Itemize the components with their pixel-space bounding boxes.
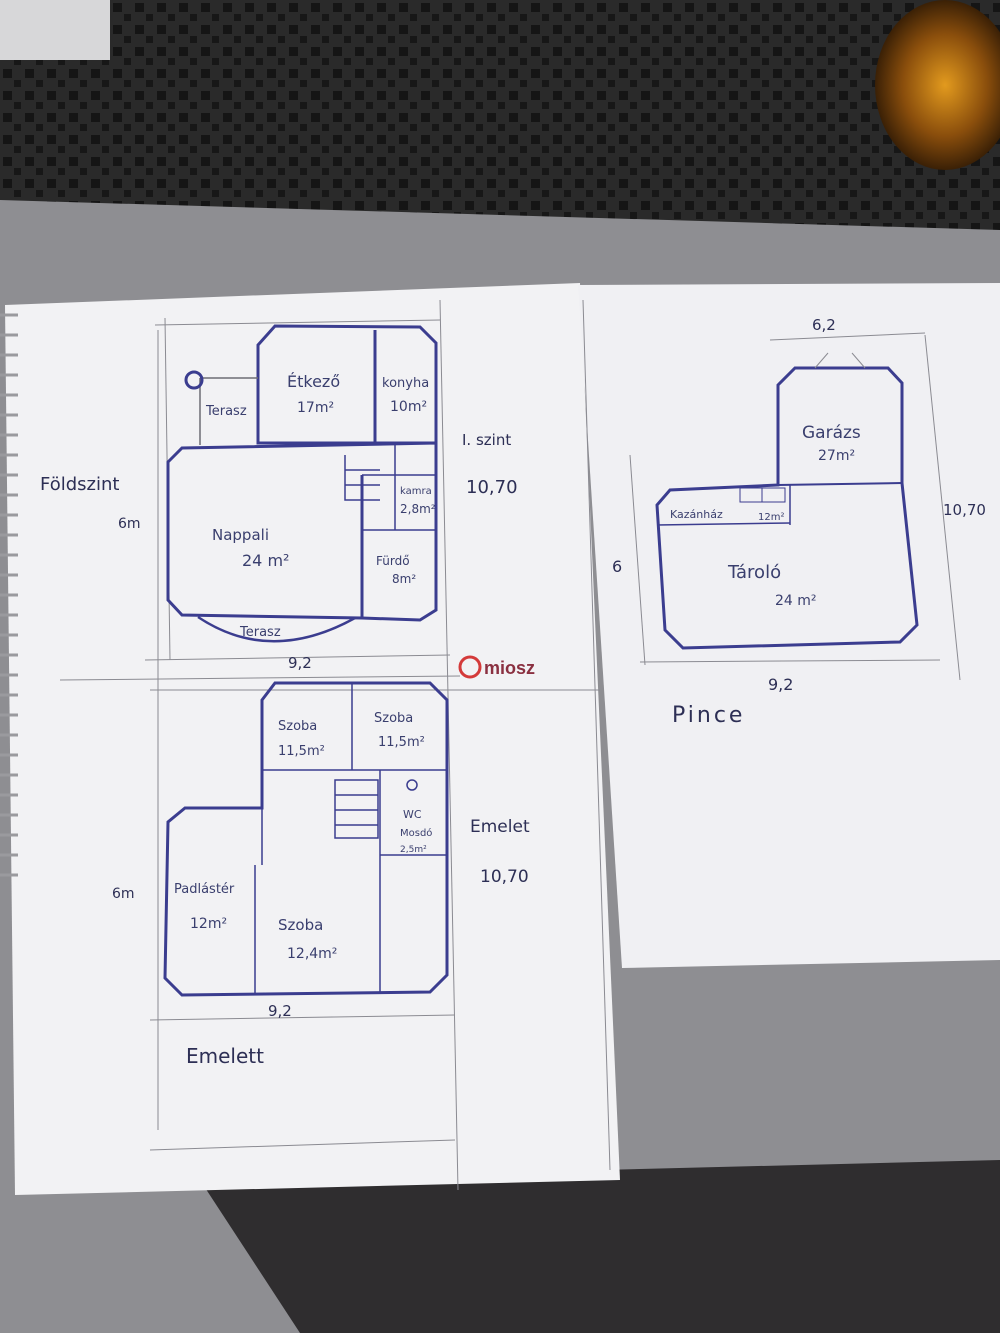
- room-furdo-name: Fürdő: [376, 554, 410, 568]
- left-paper: [5, 283, 620, 1195]
- right-paper: [578, 283, 1000, 968]
- room-konyha-name: konyha: [382, 376, 429, 391]
- room-kamra-area: 2,8m²: [400, 502, 436, 516]
- room-szoba2-name: Szoba: [374, 711, 413, 726]
- ground-floor-title: Földszint: [40, 474, 119, 495]
- basement-title: Pince: [672, 703, 745, 728]
- room-terasz-top: Terasz: [205, 404, 247, 419]
- room-szoba1-name: Szoba: [278, 719, 317, 734]
- upper-floor-side-dim: 6m: [112, 886, 135, 902]
- room-szoba2-area: 11,5m²: [378, 735, 425, 750]
- spiral-binding: [0, 313, 18, 877]
- watermark-text: miosz: [484, 658, 535, 678]
- basement-guides: [629, 332, 961, 681]
- ground-floor-plan: [166, 324, 438, 622]
- room-wc-name: WC: [403, 808, 422, 821]
- room-garazs-name: Garázs: [802, 423, 861, 443]
- upper-floor-title: Emelett: [186, 1044, 264, 1068]
- room-szoba3-name: Szoba: [278, 916, 323, 934]
- room-padlas-name: Padlástér: [174, 882, 235, 897]
- room-kamra-name: kamra: [400, 486, 432, 497]
- room-etkezo-name: Étkező: [287, 372, 340, 391]
- room-mosdo-name: Mosdó: [400, 827, 432, 839]
- ground-floor-side-dim: 6m: [118, 516, 141, 532]
- room-padlas-area: 12m²: [190, 916, 227, 932]
- amber-glass: [875, 0, 1000, 170]
- room-tarolo-area: 24 m²: [775, 593, 817, 609]
- ground-floor-level-label: I. szint: [462, 431, 511, 449]
- upper-floor-depth: 10,70: [480, 867, 529, 887]
- room-wc-area: 2,5m²: [400, 845, 427, 855]
- room-furdo-area: 8m²: [392, 572, 416, 586]
- room-szoba3-area: 12,4m²: [287, 946, 337, 962]
- basement-width: 9,2: [768, 675, 793, 694]
- room-konyha-area: 10m²: [390, 399, 427, 415]
- room-kazan-name: Kazánház: [670, 508, 723, 521]
- room-terasz-bottom: Terasz: [239, 625, 281, 640]
- room-nappali-area: 24 m²: [242, 551, 289, 570]
- room-etkezo-area: 17m²: [297, 400, 334, 416]
- ground-floor-width: 9,2: [288, 654, 312, 672]
- basement-top-width: 6,2: [812, 316, 836, 334]
- watermark-logo: miosz: [458, 655, 535, 679]
- room-nappali-name: Nappali: [212, 526, 269, 544]
- basement-depth: 10,70: [943, 501, 986, 519]
- room-tarolo-name: Tároló: [727, 562, 781, 583]
- upper-floor-plan: [163, 681, 449, 997]
- basement-plan: [655, 366, 919, 650]
- room-szoba1-area: 11,5m²: [278, 744, 325, 759]
- ground-terrace-arc: [197, 615, 356, 643]
- dark-cloth: [200, 1160, 1000, 1333]
- upper-floor-side-title: Emelet: [470, 817, 530, 837]
- watermark-icon: [458, 655, 482, 679]
- white-plate: [0, 0, 110, 60]
- upper-floor-width: 9,2: [268, 1002, 292, 1020]
- ground-floor-depth: 10,70: [466, 477, 518, 498]
- room-kazan-area: 12m²: [758, 512, 784, 523]
- room-garazs-area: 27m²: [818, 448, 855, 464]
- basement-side-dim: 6: [612, 557, 622, 576]
